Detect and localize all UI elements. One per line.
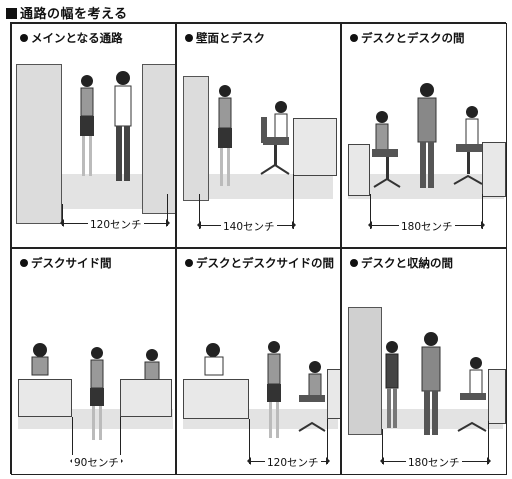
right-desk	[482, 142, 506, 197]
bullet-icon	[20, 259, 28, 267]
right-wall	[142, 64, 175, 214]
right-desk	[120, 379, 172, 417]
dimension-label: 90センチ	[72, 455, 121, 470]
wall	[183, 76, 209, 201]
left-wall	[16, 64, 62, 224]
panel-desk-deskside: デスクとデスクサイドの間 120センチ	[176, 248, 341, 475]
desk	[293, 118, 337, 176]
panel-label: デスクサイド間	[20, 255, 112, 271]
dimension-tick	[293, 174, 294, 229]
panel-desk-side: デスクサイド間 90センチ	[11, 248, 176, 475]
dimension-tick	[488, 421, 489, 464]
panel-label: デスクとデスクの間	[350, 30, 465, 46]
panel-desk-storage: デスクと収納の間 180センチ	[341, 248, 507, 475]
dimension-label: 140センチ	[221, 219, 277, 234]
woman-figure-icon	[267, 341, 281, 438]
bullet-icon	[20, 34, 28, 42]
woman-figure-icon	[385, 341, 399, 428]
bullet-icon	[185, 34, 193, 42]
panel-label: 壁面とデスク	[185, 30, 265, 46]
desk	[488, 369, 506, 424]
seated-worker-icon	[31, 343, 49, 376]
left-desk	[348, 144, 370, 196]
seated-worker-icon	[204, 343, 224, 376]
dimension-tick	[167, 194, 168, 226]
panel-main-aisle: メインとなる通路 120センチ	[11, 23, 176, 248]
standing-man-icon	[417, 83, 437, 188]
dimension-tick	[72, 417, 73, 447]
panel-grid: メインとなる通路 120センチ 壁面とデスク	[10, 22, 507, 475]
seated-worker-icon	[453, 106, 483, 185]
bullet-icon	[350, 34, 358, 42]
bullet-icon	[350, 259, 358, 267]
dimension-label: 180センチ	[399, 219, 455, 234]
seated-worker-icon	[298, 361, 326, 432]
dimension-tick	[249, 419, 250, 464]
seated-worker-icon	[457, 357, 487, 432]
standing-man-icon	[421, 332, 441, 435]
left-desk	[18, 379, 72, 417]
panel-desk-desk: デスクとデスクの間 180センチ	[341, 23, 507, 248]
dimension-tick	[327, 419, 328, 464]
seated-worker-icon	[372, 111, 401, 188]
dimension-label: 120センチ	[265, 455, 321, 470]
title-text: 通路の幅を考える	[20, 7, 128, 22]
right-desk-side	[327, 369, 340, 419]
panel-wall-desk: 壁面とデスク 140センチ	[176, 23, 341, 248]
square-bullet-icon	[6, 8, 17, 19]
panel-label: デスクとデスクサイドの間	[185, 255, 334, 271]
woman-figure-icon	[218, 85, 232, 186]
page-title: 通路の幅を考える	[6, 3, 128, 22]
dimension-tick	[199, 194, 200, 229]
dimension-label: 120センチ	[88, 217, 144, 232]
dimension-tick	[370, 194, 371, 229]
left-desk	[183, 379, 249, 419]
seated-worker-icon	[260, 101, 290, 175]
dimension-tick	[62, 204, 63, 226]
seated-worker-icon	[144, 349, 160, 381]
dimension-tick	[382, 429, 383, 464]
woman-figure-icon	[80, 75, 94, 176]
panel-label: メインとなる通路	[20, 30, 123, 46]
man-figure-icon	[114, 71, 132, 181]
dimension-tick	[482, 194, 483, 229]
dimension-label: 180センチ	[406, 455, 462, 470]
woman-figure-icon	[90, 347, 104, 440]
bullet-icon	[185, 259, 193, 267]
dimension-tick	[120, 417, 121, 447]
storage-cabinet	[348, 307, 382, 435]
panel-label: デスクと収納の間	[350, 255, 453, 271]
